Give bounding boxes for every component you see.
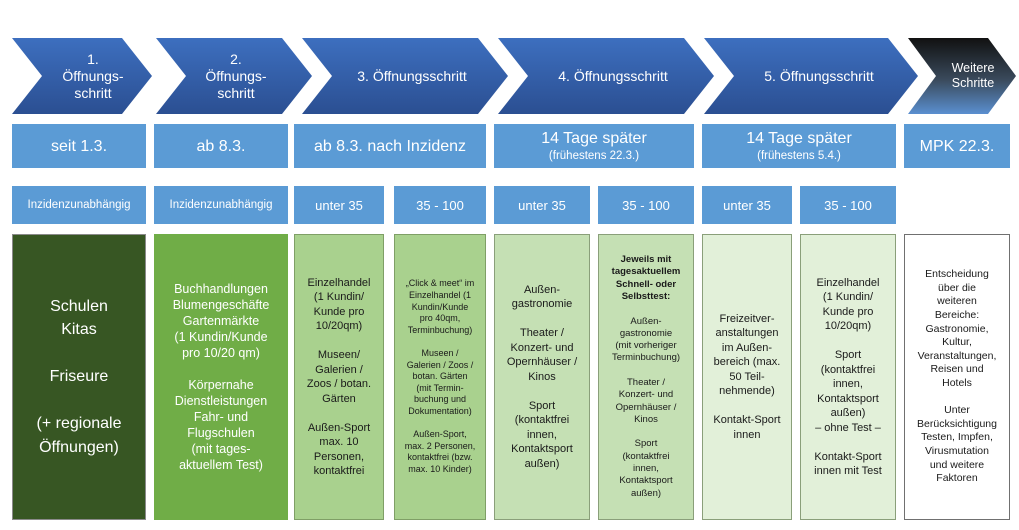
date-box-5: 14 Tage später (frühestens 5.4.) <box>702 124 896 168</box>
detail-box-2: Buchhandlungen Blumengeschäfte Gartenmär… <box>154 234 288 520</box>
step-arrow-4 <box>498 38 714 114</box>
category-box-5: unter 35 <box>494 186 590 224</box>
step-label-5: 5. Öffnungsschritt <box>764 67 874 84</box>
step-arrow-3 <box>302 38 508 114</box>
date-sub-5: (frühestens 5.4.) <box>757 150 841 162</box>
step-arrow-5 <box>704 38 918 114</box>
category-box-1: Inzidenzunabhängig <box>12 186 146 224</box>
date-main-1: seit 1.3. <box>50 137 108 155</box>
detail-6-heading: Jeweils mit tagesaktuellem Schnell- oder… <box>611 254 681 302</box>
date-box-3: ab 8.3. nach Inzidenz <box>294 124 486 168</box>
detail-box-7: Freizeitver- anstaltungen im Außen- bere… <box>702 234 792 520</box>
detail-6-text: Außen- gastronomie (mit vorheriger Termi… <box>611 315 681 499</box>
date-box-6: MPK 22.3. <box>904 124 1010 168</box>
detail-box-8: Einzelhandel (1 Kundin/ Kunde pro 10/20q… <box>800 234 896 520</box>
category-box-2: Inzidenzunabhängig <box>154 186 288 224</box>
category-box-8: 35 - 100 <box>800 186 896 224</box>
step-arrow-6 <box>908 38 1016 114</box>
step-arrow-2 <box>156 38 312 114</box>
date-main-4: 14 Tage später <box>541 130 647 147</box>
date-box-2: ab 8.3. <box>154 124 288 168</box>
date-box-1: seit 1.3. <box>12 124 146 168</box>
step-label-2: 2. Öffnungs- schritt <box>205 50 267 101</box>
step-label-3: 3. Öffnungsschritt <box>357 67 467 84</box>
step-label-6: Weitere Schritte <box>951 61 995 90</box>
category-box-6: 35 - 100 <box>598 186 694 224</box>
step-arrow-1 <box>12 38 152 114</box>
date-main-5: 14 Tage später <box>746 130 852 147</box>
detail-box-9: Entscheidung über die weiteren Bereiche:… <box>904 234 1010 520</box>
step-label-4: 4. Öffnungsschritt <box>558 67 668 84</box>
category-box-7: unter 35 <box>702 186 792 224</box>
date-main-3: ab 8.3. nach Inzidenz <box>313 137 467 155</box>
detail-box-5: Außen- gastronomie Theater / Konzert- un… <box>494 234 590 520</box>
date-main-2: ab 8.3. <box>196 137 246 155</box>
step-label-1: 1. Öffnungs- schritt <box>62 50 124 101</box>
date-sub-4: (frühestens 22.3.) <box>548 150 640 162</box>
category-box-3: unter 35 <box>294 186 384 224</box>
detail-box-1: Schulen Kitas Friseure (+ regionale Öffn… <box>12 234 146 520</box>
detail-box-4: „Click & meet“ im Einzelhandel (1 Kundin… <box>394 234 486 520</box>
detail-box-3: Einzelhandel (1 Kundin/ Kunde pro 10/20q… <box>294 234 384 520</box>
date-main-6: MPK 22.3. <box>919 137 995 155</box>
category-box-4: 35 - 100 <box>394 186 486 224</box>
detail-box-6: Jeweils mit tagesaktuellem Schnell- oder… <box>598 234 694 520</box>
date-box-4: 14 Tage später (frühestens 22.3.) <box>494 124 694 168</box>
